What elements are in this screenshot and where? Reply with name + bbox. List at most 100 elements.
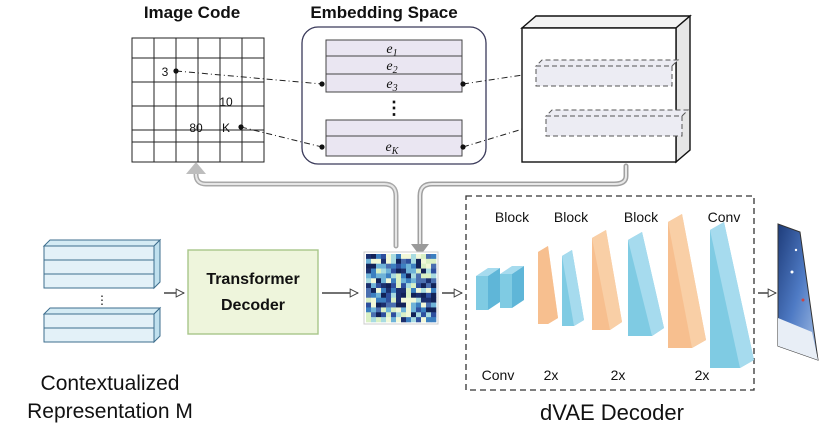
token-cell	[406, 254, 412, 260]
block2-orange	[592, 230, 622, 330]
token-cell	[426, 297, 432, 303]
token-cell	[376, 258, 382, 265]
token-cell	[381, 283, 387, 289]
token-cell	[401, 263, 407, 269]
label-conv-bottom: Conv	[482, 367, 515, 383]
token-cell	[421, 283, 427, 289]
token-cell	[371, 273, 377, 279]
conv-layer-2	[500, 266, 524, 308]
token-cell	[416, 258, 422, 265]
token-cell	[366, 278, 372, 284]
token-cell	[411, 268, 417, 274]
embedding-e3: e3	[386, 77, 397, 94]
token-cell	[421, 292, 427, 299]
token-cell	[376, 292, 382, 299]
token-cell	[406, 292, 412, 299]
token-cell	[406, 288, 412, 294]
token-cell	[391, 273, 397, 279]
token-cell	[406, 307, 412, 313]
token-cell	[411, 302, 417, 308]
token-cell	[426, 288, 432, 294]
token-cell	[376, 312, 382, 318]
label-block1: Block	[495, 209, 530, 225]
token-cell	[411, 307, 417, 313]
token-cell	[396, 312, 402, 318]
block1-blue	[562, 250, 584, 326]
conv-final-blue	[710, 222, 754, 368]
token-cell	[396, 317, 402, 323]
grid-cell-80: 80	[189, 121, 203, 135]
token-cell	[426, 307, 432, 313]
token-cell	[381, 273, 387, 279]
token-cell	[406, 278, 412, 284]
dvae-decoder-title: dVAE Decoder	[540, 400, 684, 425]
token-cell	[396, 302, 402, 308]
token-cell	[381, 317, 387, 323]
token-cell	[421, 268, 427, 274]
token-cell	[371, 292, 377, 299]
token-cell	[366, 268, 372, 274]
token-cell	[421, 288, 427, 294]
token-cell	[431, 297, 437, 303]
token-cell	[406, 283, 412, 289]
token-cell	[406, 263, 412, 269]
label-block2: Block	[554, 209, 589, 225]
block2-blue	[628, 232, 664, 336]
token-cell	[401, 288, 407, 294]
transformer-line2: Decoder	[221, 297, 285, 314]
label-rep1: 2x	[544, 367, 559, 383]
token-cell	[431, 312, 437, 318]
embedding-e2: e2	[386, 59, 397, 76]
image-code-title: Image Code	[144, 3, 240, 22]
token-cell	[376, 307, 382, 313]
token-cell	[431, 254, 437, 260]
token-cell	[431, 258, 437, 265]
token-cell	[416, 263, 422, 269]
dvae-decoder-frame	[465, 195, 755, 391]
token-cell	[381, 278, 387, 284]
token-cell	[381, 312, 387, 318]
token-cell	[401, 297, 407, 303]
token-cell	[426, 283, 432, 289]
token-cell	[381, 292, 387, 299]
token-cell	[381, 288, 387, 294]
label-rep3: 2x	[695, 367, 710, 383]
stack-ellipsis: ⋮	[96, 293, 108, 307]
token-cell	[411, 288, 417, 294]
token-cell	[421, 258, 427, 265]
token-cell	[411, 273, 417, 279]
token-cell	[371, 297, 377, 303]
token-cell	[371, 312, 377, 318]
token-cell	[371, 307, 377, 313]
token-cell	[366, 317, 372, 323]
token-cell	[386, 254, 392, 260]
token-cell	[371, 258, 377, 265]
token-cell	[416, 268, 422, 274]
token-cell	[386, 258, 392, 265]
token-cell	[381, 268, 387, 274]
token-cell	[366, 302, 372, 308]
token-cell	[416, 283, 422, 289]
token-cell	[431, 317, 437, 323]
token-cell	[391, 297, 397, 303]
token-cell	[421, 254, 427, 260]
label-block3: Block	[624, 209, 659, 225]
token-cell	[426, 258, 432, 265]
token-cell	[391, 312, 397, 318]
token-cell	[391, 288, 397, 294]
token-cell	[401, 302, 407, 308]
image-code-grid	[131, 37, 265, 163]
token-cell	[401, 278, 407, 284]
token-cell	[426, 278, 432, 284]
token-cell	[401, 283, 407, 289]
token-cell	[421, 302, 427, 308]
feedback-arrow-right	[411, 163, 629, 256]
feedback-arrow-left	[186, 162, 399, 249]
token-cell	[366, 254, 372, 260]
token-cell	[391, 268, 397, 274]
token-cell	[366, 292, 372, 299]
token-cell	[391, 263, 397, 269]
token-cell	[386, 283, 392, 289]
token-cell	[406, 258, 412, 265]
token-cell	[421, 317, 427, 323]
